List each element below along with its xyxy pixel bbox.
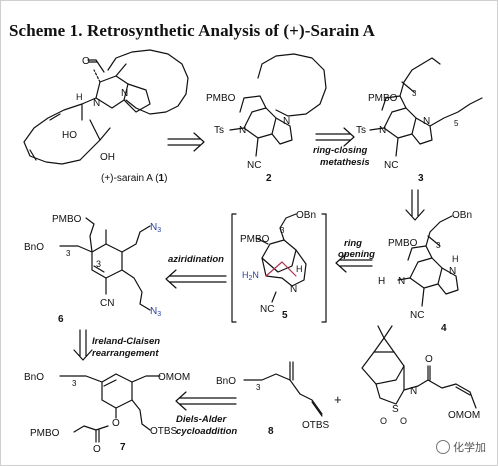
retro-arrow-down	[405, 189, 425, 221]
ring-locant-3: 3	[96, 259, 101, 269]
o-atom: O	[380, 416, 387, 426]
watermark: 化学加	[436, 439, 486, 455]
n-atom: N	[423, 116, 430, 127]
bno-group: BnO	[24, 242, 44, 253]
pmbo-group: PMBO	[388, 238, 418, 249]
arrow-label-cycloaddition: cycloaddition	[176, 426, 237, 437]
compound-5	[255, 213, 307, 303]
arrow-label-rcm: metathesis	[320, 157, 370, 168]
compound-label-2: 2	[266, 173, 272, 184]
bno-group: BnO	[216, 376, 236, 387]
scheme-title: Scheme 1. Retrosynthetic Analysis of (+)…	[9, 21, 376, 40]
o-atom: O	[93, 444, 101, 455]
arrow-label-rearrangement: rearrangement	[92, 348, 159, 359]
n-atom: N	[449, 266, 456, 277]
sub-3: 3	[412, 89, 417, 98]
sub-3: 3	[66, 249, 71, 258]
compound-label-5: 5	[282, 310, 288, 321]
otbs-group: OTBS	[150, 426, 178, 437]
compound-label-3: 3	[418, 173, 424, 184]
compound-label-1: (+)-sarain A (1)	[101, 173, 167, 184]
compound-label-8: 8	[268, 426, 274, 437]
otbs-group: OTBS	[302, 420, 330, 431]
oh-group: OH	[100, 152, 115, 163]
pmbo-group: PMBO	[30, 428, 60, 439]
retro-arrow-rcm	[315, 127, 355, 147]
h-atom: H	[296, 264, 303, 274]
arrow-label-diels-alder: Diels-Alder	[176, 414, 227, 425]
pmbo-group: PMBO	[368, 93, 398, 104]
compound-label-6: 6	[58, 314, 64, 325]
nc-group: NC	[384, 160, 398, 171]
n-atom: N	[290, 284, 297, 295]
n-atom: N	[121, 88, 128, 99]
compound-label-7: 7	[120, 442, 126, 453]
bno-group: BnO	[24, 372, 44, 383]
sub-3: 3	[280, 226, 285, 235]
sub-5: 5	[454, 119, 459, 128]
h-atom: H	[76, 92, 83, 102]
compound-6	[59, 217, 151, 311]
n-atom: N	[398, 276, 405, 287]
retro-arrow-left	[165, 269, 227, 289]
pmbo-group: PMBO	[240, 234, 270, 245]
ho-group: HO	[62, 130, 77, 141]
retro-arrow	[167, 132, 205, 152]
n-atom: N	[93, 98, 100, 109]
pmbo-group: PMBO	[52, 214, 82, 225]
s-atom: S	[392, 404, 399, 415]
arrow-label-ring: ring	[344, 238, 362, 249]
n-atom: N	[410, 386, 417, 397]
ts-group: Ts	[356, 125, 366, 136]
watermark-text: 化学加	[453, 442, 486, 454]
ts-group: Ts	[214, 125, 224, 136]
omom-group: OMOM	[448, 410, 480, 421]
n-atom: N	[239, 125, 246, 136]
compound-sarain-a	[23, 49, 189, 165]
arrow-label-ireland: Ireland-Claisen	[92, 336, 160, 347]
sub-3: 3	[72, 379, 77, 388]
plus-sign: +	[334, 392, 342, 407]
watermark-logo-icon	[436, 440, 450, 454]
o-atom: O	[82, 56, 90, 67]
compound-3	[369, 57, 483, 157]
o-atom: O	[400, 416, 407, 426]
h-atom: H	[452, 254, 459, 264]
n3-group: N3	[150, 306, 161, 318]
bracket	[231, 213, 327, 323]
retro-arrow-left	[335, 253, 373, 273]
retro-arrow-down	[73, 329, 93, 361]
compound-7	[59, 373, 161, 443]
obn-group: OBn	[296, 210, 316, 221]
compound-8	[243, 361, 323, 417]
compound-label-4: 4	[441, 323, 447, 334]
arrow-label-aziridination: aziridination	[168, 254, 224, 265]
n3-group: N3	[150, 222, 161, 234]
o-atom: O	[112, 418, 120, 429]
retro-arrow-left	[175, 391, 237, 411]
sub-3: 3	[256, 383, 261, 392]
o-atom: O	[425, 354, 433, 365]
sub-3: 3	[436, 241, 441, 250]
camphorsultam-dienophile	[361, 325, 477, 409]
compound-2	[229, 53, 327, 157]
arrow-label-rcm: ring-closing	[313, 145, 368, 156]
nc-group: NC	[260, 304, 274, 315]
nc-group: NC	[410, 310, 424, 321]
omom-group: OMOM	[158, 372, 190, 383]
h-atom: H	[378, 276, 385, 287]
h2n-group: H2N	[242, 270, 259, 282]
nc-group: NC	[247, 160, 261, 171]
arrow-label-opening: opening	[338, 249, 375, 260]
n-atom: N	[283, 116, 290, 127]
obn-group: OBn	[452, 210, 472, 221]
cn-group: CN	[100, 298, 114, 309]
n-atom: N	[379, 125, 386, 136]
pmbo-group: PMBO	[206, 93, 236, 104]
compound-4	[397, 215, 459, 307]
